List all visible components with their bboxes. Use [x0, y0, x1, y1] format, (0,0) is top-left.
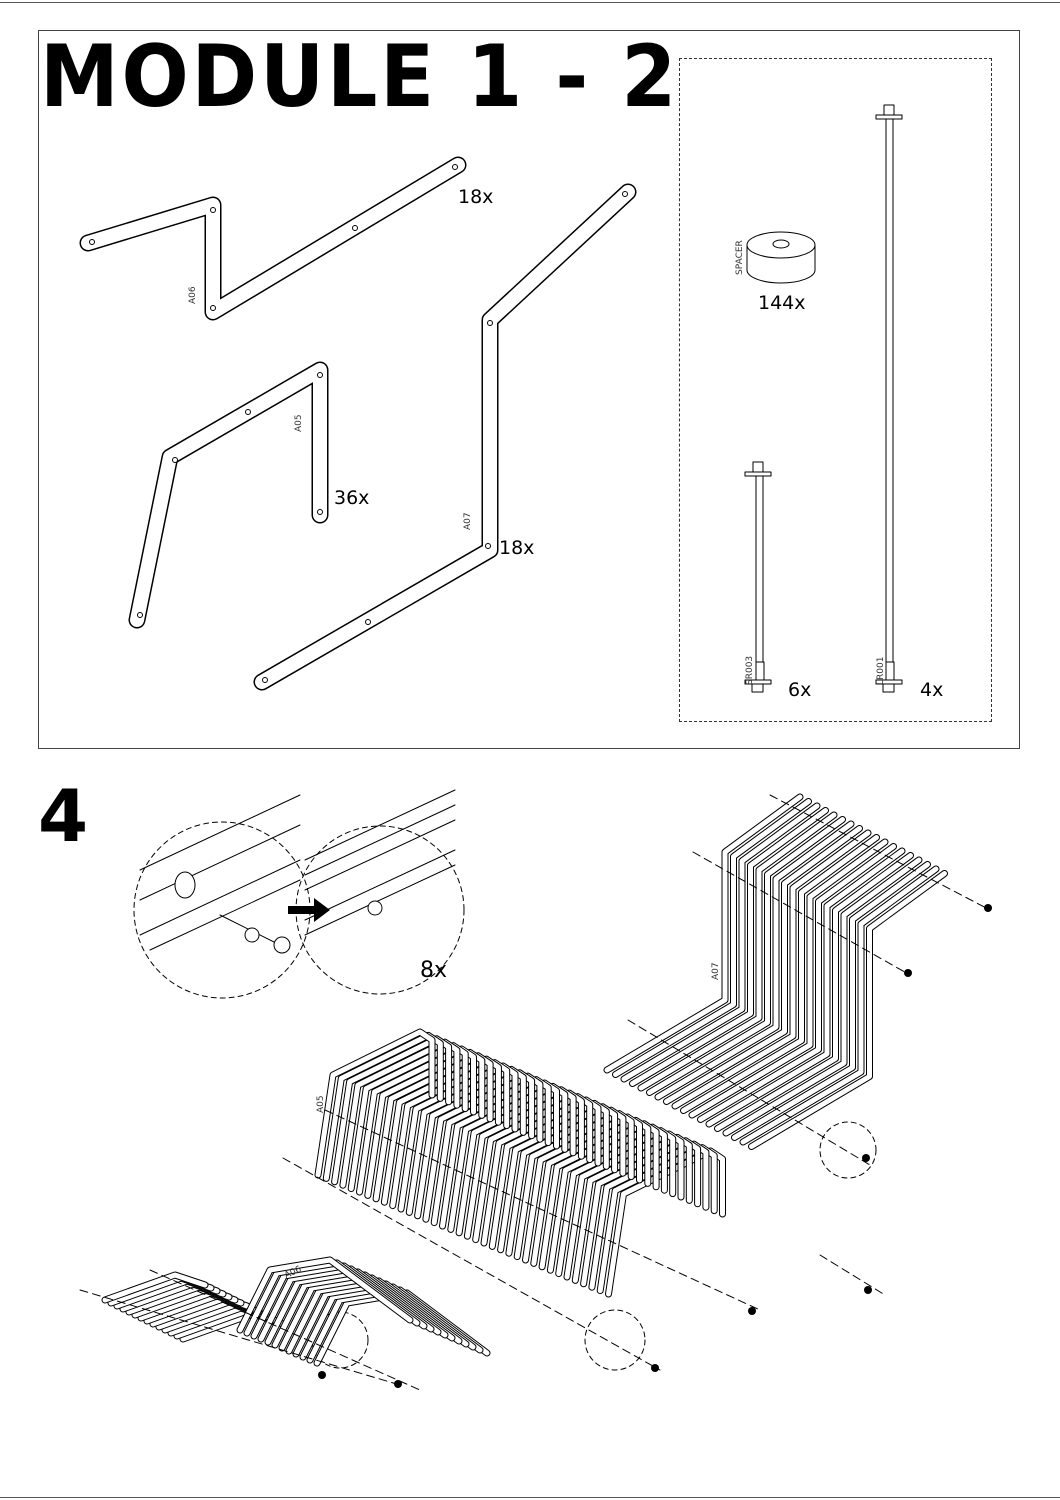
slat-fill: [613, 799, 811, 1077]
slat-fill: [698, 844, 896, 1122]
lr001-code: LR001: [876, 656, 886, 685]
slat-fill: [647, 817, 845, 1095]
top-rule: [0, 2, 1060, 3]
slat-fill: [315, 1029, 435, 1178]
bolt-sr003-icon: [744, 461, 772, 693]
a07-code: A07: [463, 512, 473, 530]
stack-a07: [603, 793, 948, 1150]
a05-code: A05: [294, 414, 304, 432]
slat-fill: [672, 830, 871, 1109]
sr003-qty: 6x: [788, 679, 812, 701]
axis-lines: [79, 794, 991, 1391]
bolt-lr001-icon: [875, 104, 903, 693]
slat-fill: [664, 826, 862, 1104]
a06-code: A06: [188, 286, 198, 304]
slat-fill: [689, 839, 888, 1118]
a07-qty: 18x: [499, 537, 535, 559]
step-a07-label: A07: [711, 962, 721, 980]
slat-fill: [638, 812, 837, 1091]
detail-contents: [139, 789, 456, 954]
step-number: 4: [38, 774, 89, 858]
slat-fill: [655, 821, 854, 1100]
sr003-code: SR003: [745, 655, 755, 685]
slat-fill: [621, 803, 820, 1082]
parts-frame: [38, 30, 1020, 749]
hardware-box: [679, 58, 992, 722]
spacer-qty: 144x: [758, 292, 806, 314]
page-title: MODULE 1 - 2: [40, 27, 680, 127]
slat-fill: [630, 808, 828, 1086]
part-a05: [128, 361, 329, 629]
part-a07: [253, 183, 637, 691]
bottom-rule: [0, 1497, 1060, 1498]
slat-fill: [723, 857, 922, 1136]
stack-a05: [314, 1028, 726, 1298]
spacer-icon: [746, 231, 816, 284]
slat-fill: [604, 794, 803, 1073]
slat-fill: [706, 848, 905, 1127]
a06-qty: 18x: [458, 186, 494, 208]
spacer-code: SPACER: [735, 240, 745, 275]
slat-fill: [237, 1257, 413, 1333]
hole-marks: [89, 164, 628, 683]
arrow-icon: [288, 898, 330, 922]
part-a06: [79, 156, 467, 321]
stack-a06-right: [236, 1256, 491, 1367]
nuts: [318, 904, 992, 1388]
slat-fill: [715, 853, 913, 1131]
slat-fill: [681, 835, 879, 1113]
a05-qty: 36x: [334, 487, 370, 509]
slat-fill: [740, 866, 939, 1145]
slat-fill: [102, 1272, 208, 1303]
step-a05-label: A05: [316, 1095, 326, 1113]
detail-qty: 8x: [420, 958, 448, 983]
slat-fill: [749, 871, 947, 1149]
lr001-qty: 4x: [920, 679, 944, 701]
slat-fill: [732, 862, 930, 1140]
